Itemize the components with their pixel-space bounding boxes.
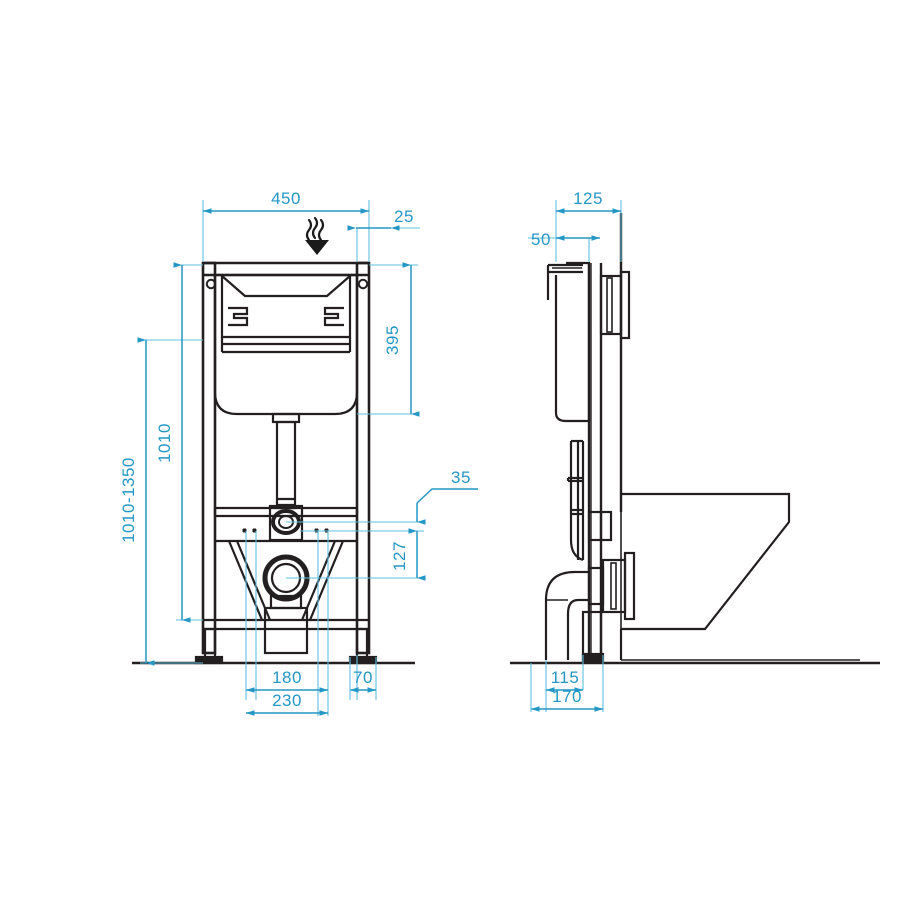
dim-450-text: 450 <box>271 189 301 208</box>
side-mid-pipe <box>566 439 585 562</box>
dim-395-text: 395 <box>383 325 402 355</box>
dim-180-text: 180 <box>272 668 302 687</box>
flush-arrow-icon <box>305 216 329 255</box>
side-lower-collar <box>587 510 613 542</box>
extension-lines <box>140 200 622 716</box>
dim-1010-text: 1010 <box>155 423 174 463</box>
dim-1010-1350-text: 1010-1350 <box>119 457 138 543</box>
side-waste-elbow <box>544 551 636 663</box>
dim-230-text: 230 <box>272 691 302 710</box>
dim-extra-ext <box>349 657 532 712</box>
dim-35-leader <box>416 488 478 504</box>
cistern-body <box>213 273 359 416</box>
dim-125-text: 125 <box>573 189 603 208</box>
side-view <box>544 213 860 663</box>
mount-hole-right <box>357 278 369 290</box>
dim-170-text: 170 <box>552 687 582 706</box>
front-view <box>194 261 378 665</box>
dim-50-text: 50 <box>531 230 551 249</box>
mount-hole-left <box>205 278 217 290</box>
dimension-lines <box>137 208 621 716</box>
side-cistern <box>546 261 591 423</box>
front-lower-rail <box>203 606 369 655</box>
dim-35-text: 35 <box>451 468 471 487</box>
flush-arrow-head <box>305 240 329 255</box>
dim-70-text: 70 <box>353 668 373 687</box>
dim-25-text: 25 <box>394 207 414 226</box>
side-toilet-bowl <box>619 492 860 661</box>
dim-115-text: 115 <box>551 668 580 687</box>
dim-127-text: 127 <box>390 541 409 571</box>
side-upper-flange <box>599 270 631 340</box>
